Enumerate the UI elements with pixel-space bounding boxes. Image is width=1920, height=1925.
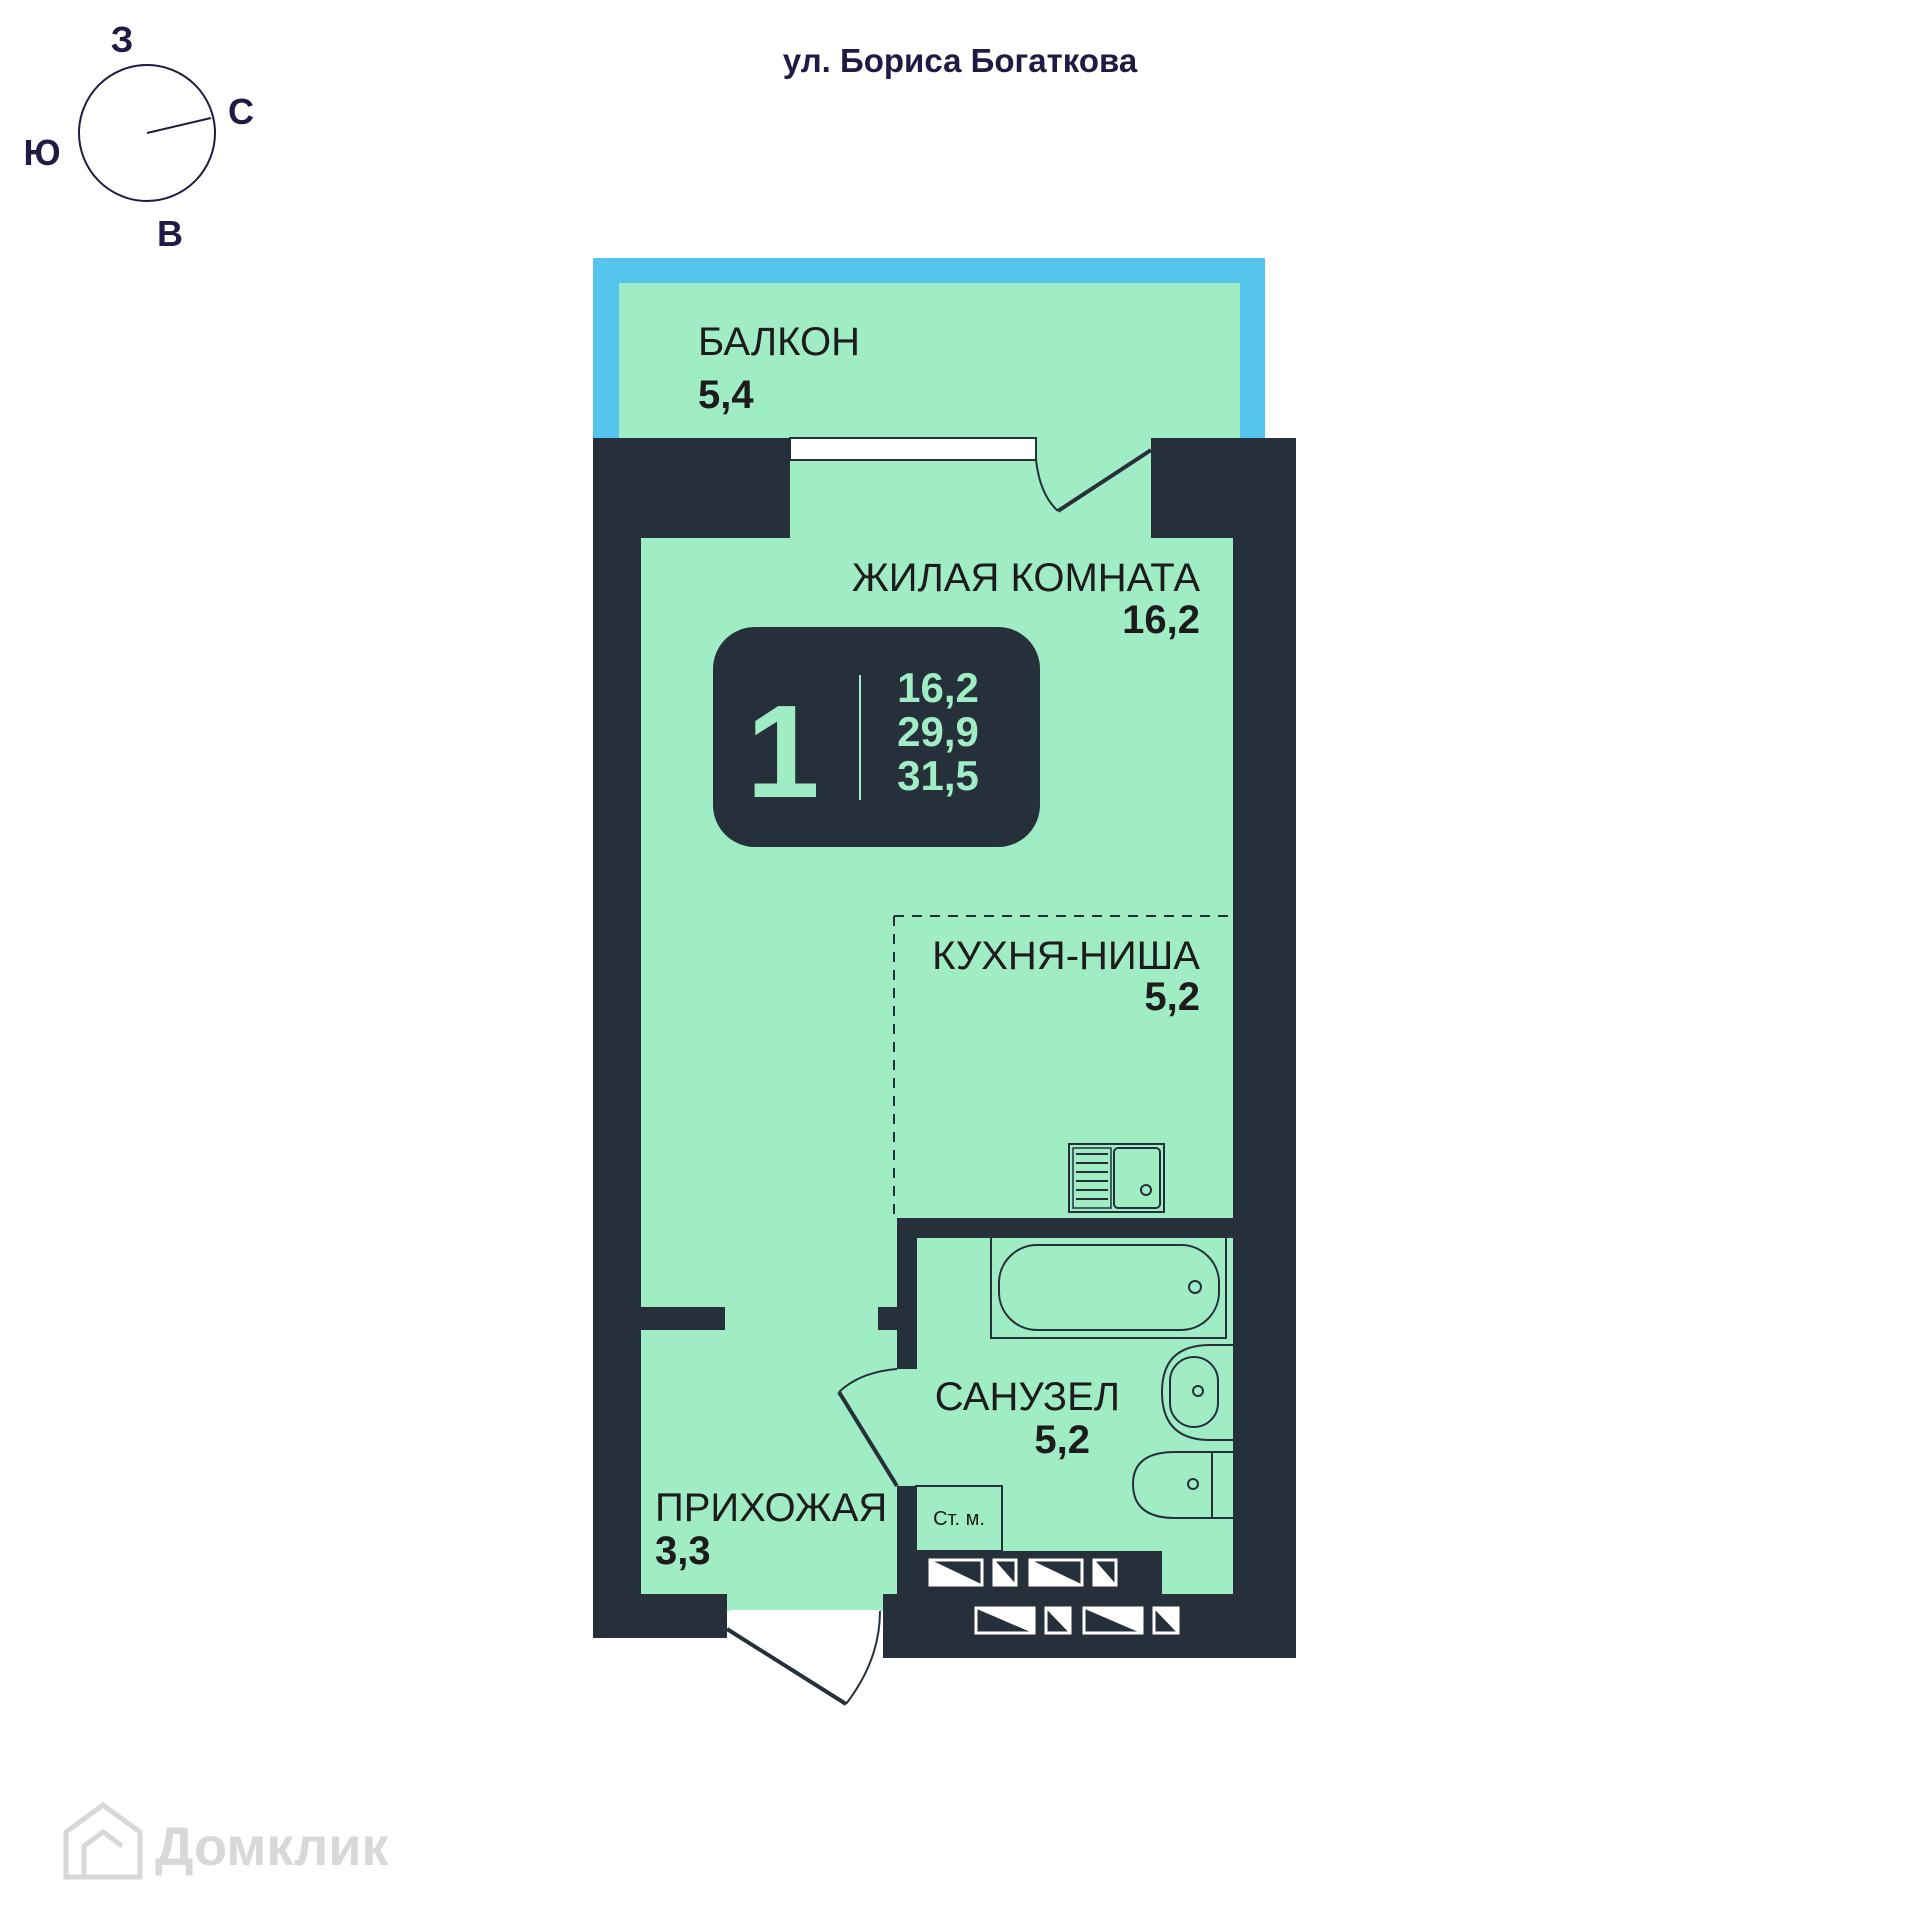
washbasin-outline (1160, 1344, 1233, 1441)
bathroom-door-arc (838, 1368, 898, 1393)
balcony-window (789, 437, 1037, 461)
wall-bottom-left (593, 1594, 727, 1638)
summary-badge-bg (713, 627, 1040, 847)
wall-bathroom-top (897, 1218, 1233, 1238)
washbasin-drain (1192, 1385, 1204, 1397)
kitchen-name: КУХНЯ-НИША (932, 934, 1200, 978)
summary-badge: 1 16,2 29,9 31,5 (713, 627, 1040, 847)
bathroom-name: САНУЗЕЛ (935, 1375, 1120, 1419)
kitchen-stove (1068, 1143, 1165, 1213)
wall-right (1233, 438, 1296, 1658)
compass-west: З (111, 19, 134, 60)
washbasin (1160, 1344, 1233, 1441)
stove-burners (1072, 1147, 1112, 1209)
bathtub (990, 1236, 1227, 1339)
walls (593, 438, 1296, 1658)
balcony-area: 5,4 (698, 373, 754, 417)
washbasin-bowl (1169, 1356, 1219, 1428)
sink-basin (1113, 1147, 1161, 1209)
vent-ducts-row2 (974, 1606, 1180, 1635)
compass-east: В (157, 213, 183, 254)
wall-left (593, 438, 641, 1638)
street-name: ул. Бориса Богаткова (783, 42, 1138, 79)
total-area: 29,9 (897, 708, 979, 755)
living-room-area: 16,2 (1122, 598, 1200, 642)
bathtub-basin (998, 1244, 1220, 1331)
wall-bathroom-stub (878, 1307, 917, 1330)
compass-north: С (228, 91, 254, 132)
compass-needle (146, 117, 212, 134)
living-room-name: ЖИЛАЯ КОМНАТА (852, 556, 1200, 600)
watermark-house-inner-icon (81, 1828, 124, 1877)
wall-bathroom-left-upper (897, 1218, 917, 1369)
stove-outline (1068, 1143, 1165, 1213)
wall-bathroom-left-lower (897, 1486, 917, 1611)
sink-drain (1140, 1184, 1152, 1196)
compass-south: Ю (23, 132, 60, 173)
hallway-area: 3,3 (655, 1529, 711, 1573)
balcony-door-arc (1035, 459, 1059, 512)
washing-machine-label: Ст. м. (933, 1508, 985, 1530)
entry-door (725, 1610, 881, 1706)
bathroom-door-leaf (837, 1390, 899, 1488)
watermark-text: Домклик (155, 1817, 390, 1877)
balcony-door (1035, 448, 1153, 513)
balcony-floor (619, 283, 1240, 443)
toilet-outline (1131, 1451, 1233, 1519)
watermark: Домклик (63, 1801, 390, 1880)
entry-door-leaf (725, 1627, 848, 1706)
balcony (593, 258, 1265, 443)
toilet (1131, 1451, 1233, 1519)
watermark-house-icon (63, 1801, 143, 1880)
stove-grille (1076, 1153, 1108, 1200)
living-area: 16,2 (897, 664, 979, 711)
hallway-name: ПРИХОЖАЯ (655, 1486, 887, 1530)
bathroom-area: 5,2 (1034, 1418, 1090, 1462)
vent-ducts (928, 1558, 1180, 1635)
entry-opening (730, 1610, 880, 1675)
kitchen-area: 5,2 (1144, 975, 1200, 1019)
bathtub-outline (990, 1236, 1227, 1339)
wall-hallway-stub (641, 1307, 725, 1330)
kitchen-niche-outline (893, 915, 1240, 1218)
rooms-count: 1 (746, 678, 819, 825)
balcony-name: БАЛКОН (698, 320, 860, 364)
compass-circle (78, 64, 216, 202)
vent-ducts-row1 (928, 1558, 1118, 1587)
washing-machine: Ст. м. (915, 1485, 1003, 1552)
bathroom-door (837, 1368, 899, 1488)
toilet-drain (1187, 1478, 1199, 1490)
bathtub-drain (1188, 1280, 1202, 1294)
area-with-balcony: 31,5 (897, 752, 979, 799)
compass: З С Ю В (23, 19, 254, 254)
balcony-door-leaf (1056, 448, 1153, 513)
entry-door-arc (845, 1610, 881, 1705)
washing-machine-outline (915, 1485, 1003, 1552)
